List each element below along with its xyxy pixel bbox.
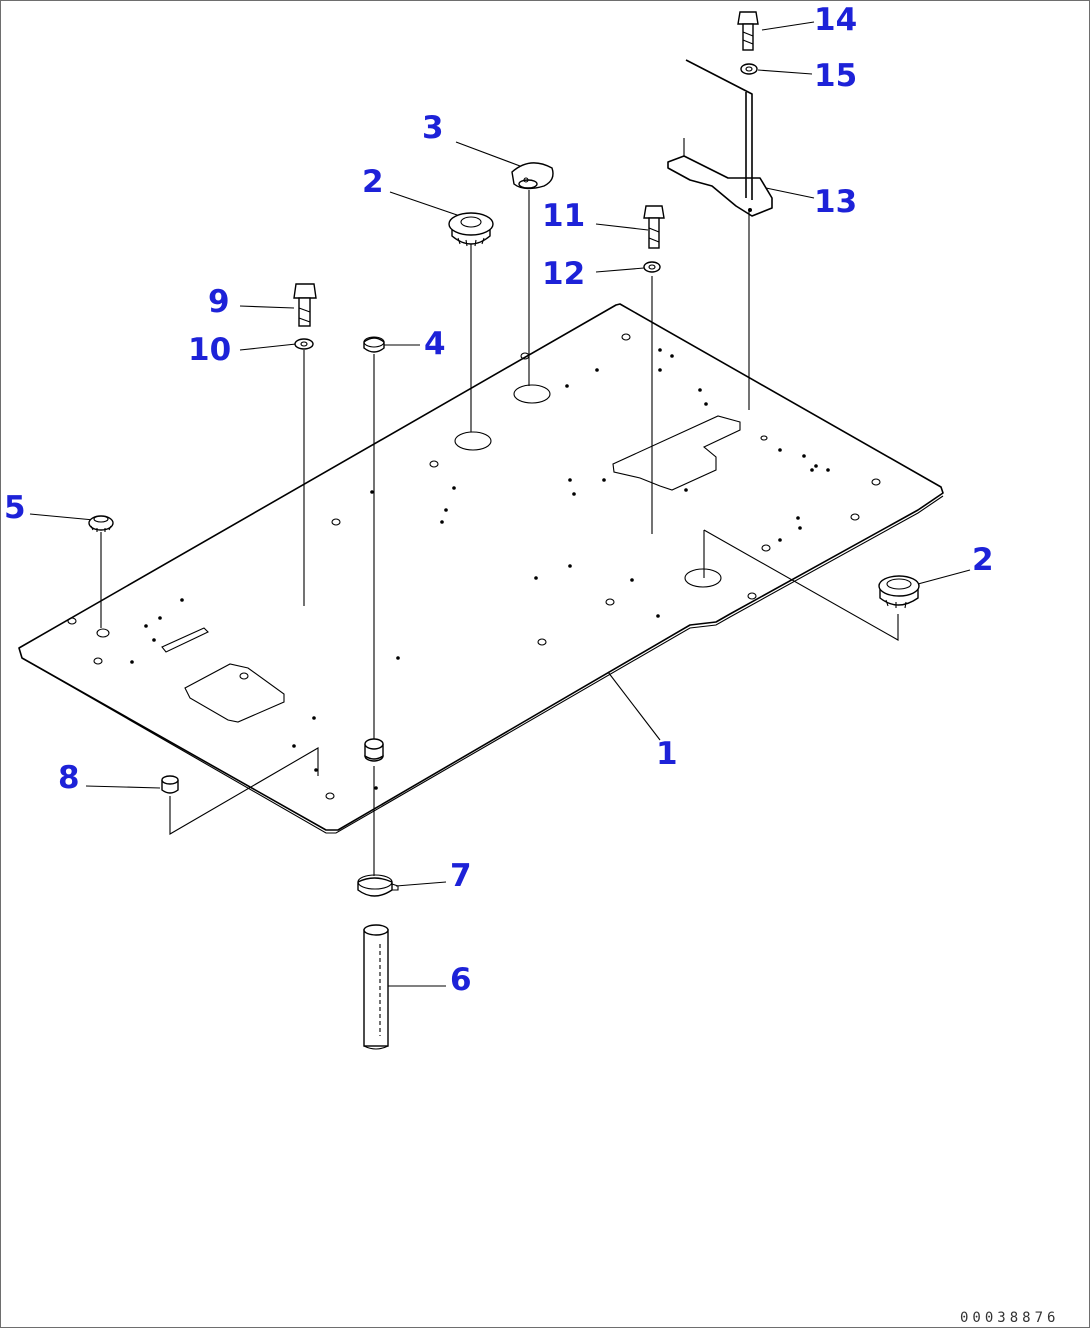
document-id: 00038876	[960, 1310, 1059, 1326]
clamp-part-7	[357, 874, 399, 897]
callout-3: 3	[422, 110, 444, 146]
bracket-part-13	[667, 59, 773, 217]
callout-6: 6	[450, 962, 472, 998]
callout-14: 14	[814, 2, 857, 38]
bolt-part-9	[293, 283, 317, 327]
callout-5: 5	[4, 490, 26, 526]
bolt-part-11	[643, 205, 665, 249]
callout-4: 4	[424, 326, 446, 362]
washer-part-15	[740, 63, 758, 75]
cap-part-4	[363, 336, 385, 353]
washer-part-10	[294, 338, 314, 350]
pipe-part-6	[363, 924, 389, 1050]
grommet-part-2-top	[448, 212, 494, 247]
grommet-part-5	[88, 515, 114, 532]
bolt-part-14	[737, 11, 759, 51]
floor-plate	[18, 303, 944, 834]
callout-13: 13	[814, 184, 857, 220]
bushing-under-plate	[364, 738, 384, 762]
cap-part-8	[161, 775, 179, 794]
grommet-part-2-right	[878, 575, 920, 609]
washer-part-12	[643, 261, 661, 273]
callout-2-right: 2	[972, 542, 994, 578]
callout-12: 12	[542, 256, 585, 292]
callout-11: 11	[542, 198, 585, 234]
callout-15: 15	[814, 58, 857, 94]
cap-part-3	[511, 162, 554, 190]
callout-7: 7	[450, 858, 472, 894]
callout-1: 1	[656, 736, 678, 772]
callout-9: 9	[208, 284, 230, 320]
callout-10: 10	[188, 332, 231, 368]
callout-labels: 1 2 2 3 4 5 6 7 8 9 10 11 12 13 14 15	[4, 2, 994, 998]
callout-8: 8	[58, 760, 80, 796]
plate-holes	[67, 333, 881, 800]
callout-2-top: 2	[362, 164, 384, 200]
leader-lines	[29, 21, 971, 987]
